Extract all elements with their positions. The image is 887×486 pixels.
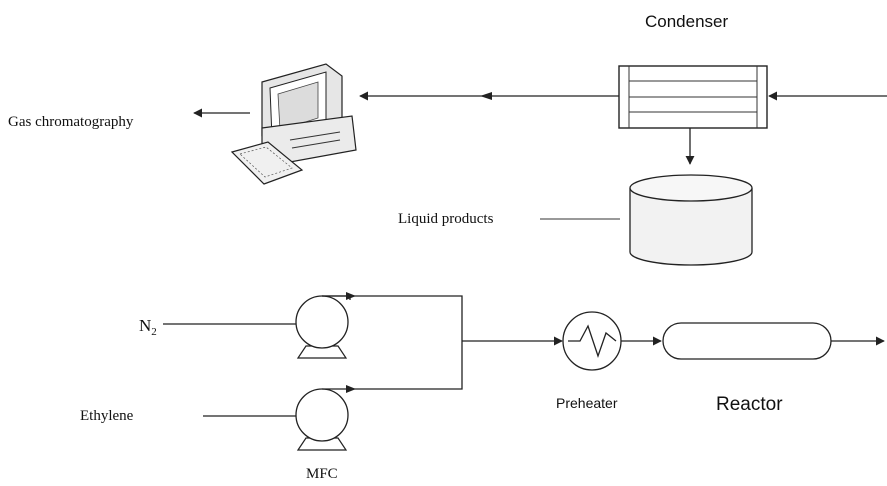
condenser <box>618 65 768 129</box>
condenser-label: Condenser <box>645 12 729 31</box>
computer-icon <box>230 63 357 185</box>
mfc-ethylene-outlet <box>322 341 463 390</box>
mfc-ethylene <box>295 388 349 451</box>
flow-arrowhead <box>346 292 356 300</box>
n2-subscript: 2 <box>151 326 157 338</box>
flow-arrowhead <box>480 92 492 100</box>
mfc-n2-outlet <box>322 295 463 341</box>
preheater <box>562 311 622 371</box>
reactor <box>662 322 832 360</box>
ethylene-label: Ethylene <box>80 408 134 424</box>
gas-chromatography-label: Gas chromatography <box>8 114 134 130</box>
mfc-n2 <box>295 295 351 359</box>
n2-main: N <box>139 316 151 335</box>
preheater-label: Preheater <box>556 395 618 411</box>
n2-label: N2 <box>139 316 157 338</box>
mfc-label: MFC <box>306 466 338 482</box>
liquid-products-vessel <box>629 174 753 266</box>
reactor-label: Reactor <box>716 394 783 415</box>
flow-arrowhead <box>346 385 356 393</box>
liquid-products-label: Liquid products <box>398 211 494 227</box>
